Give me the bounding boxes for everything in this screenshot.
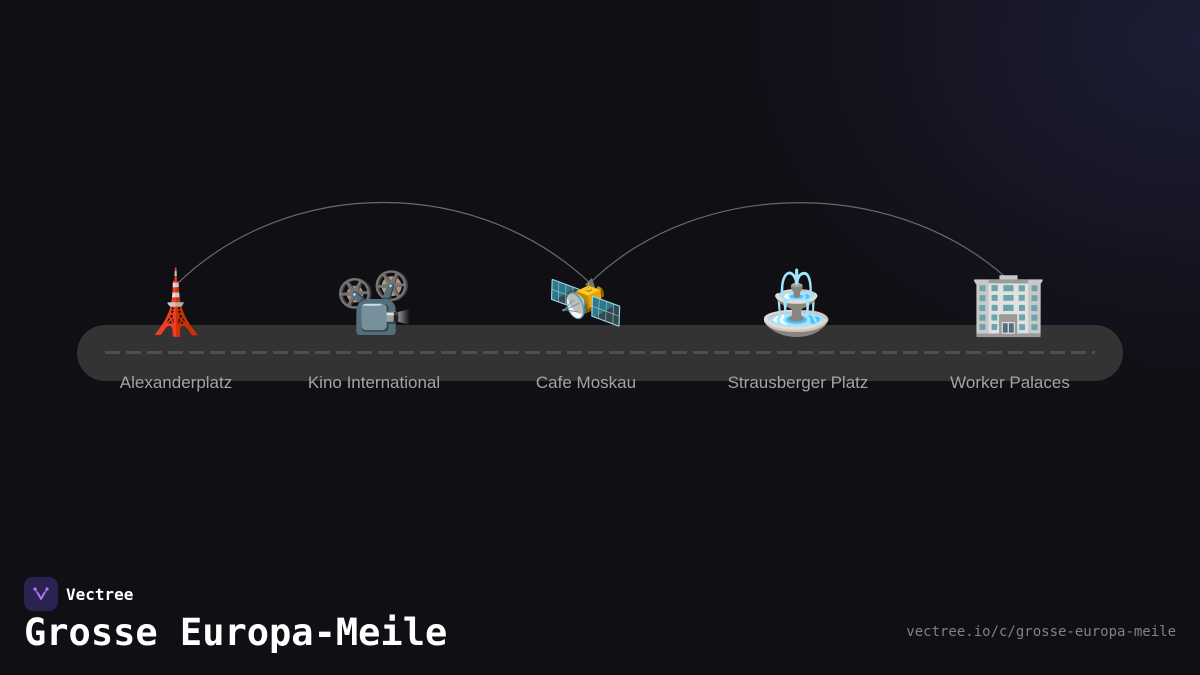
road-center-dashes (105, 351, 1095, 354)
brand: Vectree (24, 577, 133, 611)
stop-label-worker-palaces: Worker Palaces (950, 373, 1070, 392)
arc-cafe-moskau-to-worker-palaces (589, 202, 1020, 291)
office-building-icon: 🏢 (970, 269, 1048, 338)
satellite-icon: 🛰️ (547, 269, 625, 338)
arc-alexanderplatz-to-cafe-moskau (177, 201, 596, 289)
page-url: vectree.io/c/grosse-europa-meile (906, 624, 1176, 640)
vectree-logo-icon (24, 577, 58, 611)
stop-label-strausberger-platz: Strausberger Platz (727, 373, 869, 392)
page-title: Grosse Europa-Meile (24, 611, 448, 654)
stop-label-kino-international: Kino International (307, 373, 441, 392)
brand-name: Vectree (66, 584, 134, 604)
stop-label-cafe-moskau: Cafe Moskau (535, 373, 637, 392)
film-projector-icon: 📽️ (335, 269, 413, 338)
road-track (77, 325, 1123, 381)
stop-label-alexanderplatz: Alexanderplatz (119, 373, 233, 392)
tower-icon: 🗼 (137, 269, 215, 338)
fountain-icon: ⛲ (758, 269, 836, 338)
